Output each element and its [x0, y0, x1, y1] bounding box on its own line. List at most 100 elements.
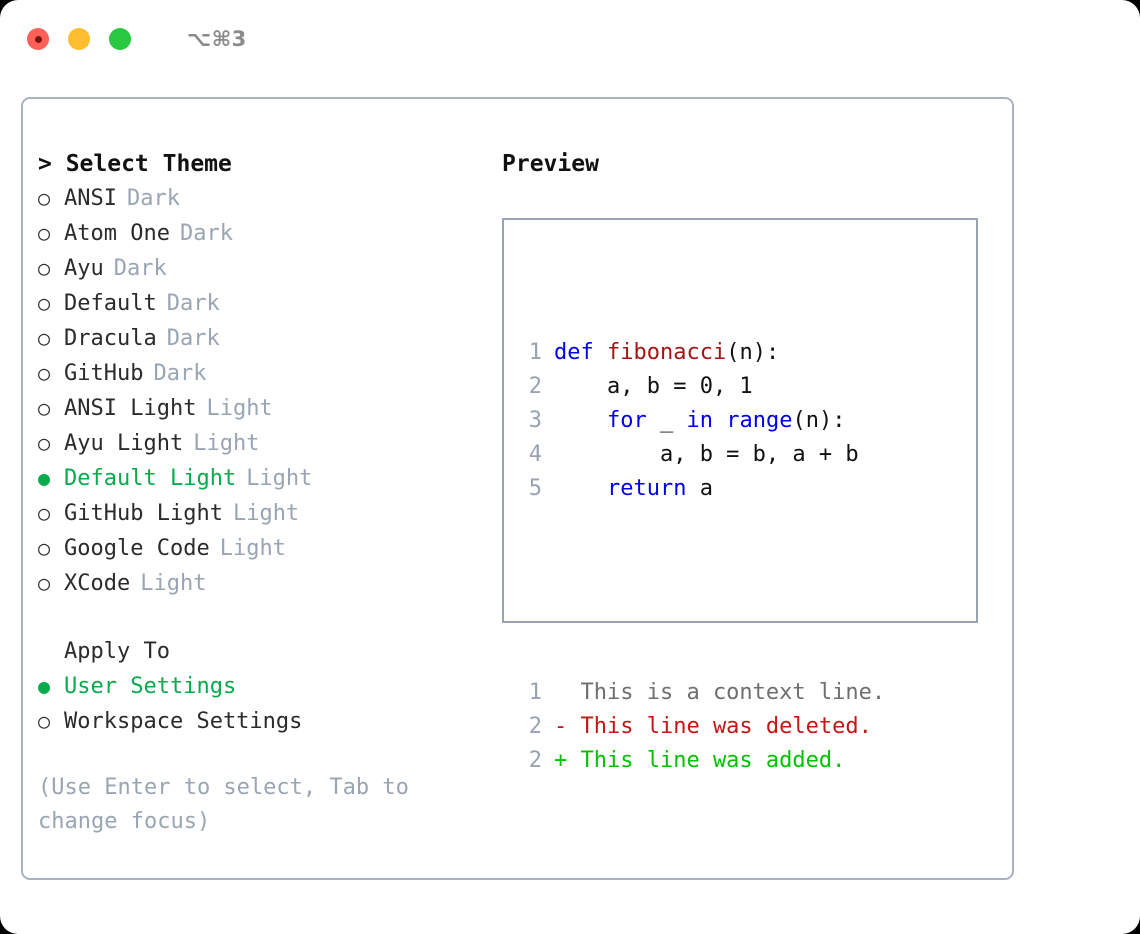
theme-category-tag: Light	[219, 536, 286, 561]
radio-unselected-icon: ○	[38, 256, 51, 280]
code-line-4: 5 return a	[522, 472, 885, 506]
close-window-icon[interactable]	[27, 28, 49, 50]
diff-text: + This line was added.	[554, 748, 846, 773]
theme-name: GitHub Light	[64, 501, 223, 526]
minimize-window-icon[interactable]	[68, 28, 90, 50]
diff-text: This is a context line.	[554, 680, 886, 705]
apply-to-option-0[interactable]: ●User Settings	[38, 669, 478, 704]
theme-name: Default Light	[64, 466, 237, 491]
theme-name: ANSI	[64, 186, 117, 211]
token-pl: (n):	[726, 340, 780, 365]
radio-unselected-icon: ○	[38, 361, 51, 385]
theme-category-tag: Dark	[126, 186, 180, 211]
radio-unselected-icon: ○	[38, 536, 51, 560]
radio-unselected-icon: ○	[38, 571, 51, 595]
radio-unselected-icon: ○	[38, 291, 51, 315]
theme-name: Default	[64, 291, 157, 316]
theme-option-3[interactable]: ○ Default Dark	[38, 286, 478, 321]
token-kw: return	[606, 476, 687, 501]
theme-option-10[interactable]: ○ Google Code Light	[38, 531, 478, 566]
theme-category-tag: Dark	[113, 256, 167, 281]
token-pl	[713, 408, 726, 433]
code-text: a, b = 0, 1	[554, 370, 753, 404]
traffic-light-buttons	[27, 28, 131, 50]
code-text: a, b = b, a + b	[554, 438, 859, 472]
preview-heading: Preview	[502, 151, 599, 177]
theme-option-8[interactable]: ● Default Light Light	[38, 461, 478, 496]
token-pl	[554, 408, 607, 433]
theme-name: Atom One	[64, 221, 170, 246]
diff-sample: 1 This is a context line. 2 - This line wa…	[522, 676, 885, 778]
radio-unselected-icon: ○	[38, 431, 51, 455]
token-pl: a	[686, 476, 713, 501]
keyboard-hint-text: (Use Enter to select, Tab to change focu…	[38, 775, 423, 834]
token-pl: a, b = 0, 1	[554, 374, 753, 399]
diff-text: - This line was deleted.	[554, 714, 872, 739]
line-number: 2	[528, 374, 542, 399]
title-bar: ⌥⌘3	[0, 0, 1140, 78]
keyboard-shortcut-label: ⌥⌘3	[187, 27, 247, 51]
theme-category-tag: Dark	[166, 326, 220, 351]
line-number: 3	[528, 408, 542, 433]
theme-category-tag: Light	[246, 466, 313, 491]
section-spacer	[38, 601, 478, 635]
token-pl	[554, 476, 607, 501]
line-number: 1	[528, 680, 542, 705]
token-pl: _	[646, 408, 687, 433]
theme-category-tag: Light	[206, 396, 273, 421]
code-text: def fibonacci(n):	[554, 336, 779, 370]
theme-name: XCode	[64, 571, 131, 596]
theme-option-5[interactable]: ○ GitHub Dark	[38, 356, 478, 391]
radio-selected-icon: ●	[38, 466, 51, 490]
diff-line-1: 2 - This line was deleted.	[522, 710, 885, 744]
token-kw: for	[606, 408, 647, 433]
select-theme-heading: > Select Theme	[38, 151, 232, 177]
radio-selected-icon: ●	[38, 674, 51, 698]
theme-name: GitHub	[64, 361, 144, 386]
theme-option-9[interactable]: ○ GitHub Light Light	[38, 496, 478, 531]
diff-line-2: 2 + This line was added.	[522, 744, 885, 778]
theme-category-tag: Dark	[179, 221, 233, 246]
theme-name: Ayu Light	[64, 431, 184, 456]
theme-category-tag: Dark	[153, 361, 207, 386]
theme-name: Google Code	[64, 536, 210, 561]
token-pl: a, b = b, a + b	[554, 442, 859, 467]
radio-unselected-icon: ○	[38, 501, 51, 525]
apply-to-name: Workspace Settings	[64, 709, 303, 734]
theme-option-6[interactable]: ○ ANSI Light Light	[38, 391, 478, 426]
code-text: for _ in range(n):	[554, 404, 845, 438]
maximize-window-icon[interactable]	[109, 28, 131, 50]
theme-category-tag: Light	[232, 501, 300, 526]
theme-option-1[interactable]: ○ Atom One Dark	[38, 216, 478, 251]
theme-name: ANSI Light	[64, 396, 197, 421]
radio-unselected-icon: ○	[38, 709, 51, 733]
code-line-2: 3 for _ in range(n):	[522, 404, 885, 438]
apply-to-option-1[interactable]: ○ Workspace Settings	[38, 704, 478, 739]
radio-unselected-icon: ○	[38, 221, 51, 245]
line-number: 2	[528, 714, 542, 739]
radio-unselected-icon: ○	[38, 396, 51, 420]
theme-category-tag: Dark	[166, 291, 220, 316]
code-line-3: 4 a, b = b, a + b	[522, 438, 885, 472]
token-kw: range	[726, 408, 793, 433]
code-text: return a	[554, 472, 713, 506]
apply-to-label: Apply To	[64, 639, 170, 664]
radio-unselected-icon: ○	[38, 326, 51, 350]
token-fn: fibonacci	[606, 340, 727, 365]
line-number: 2	[528, 748, 542, 773]
apply-to-list[interactable]: ●User Settings ○ Workspace Settings	[38, 669, 478, 739]
token-kw: in	[686, 408, 713, 433]
